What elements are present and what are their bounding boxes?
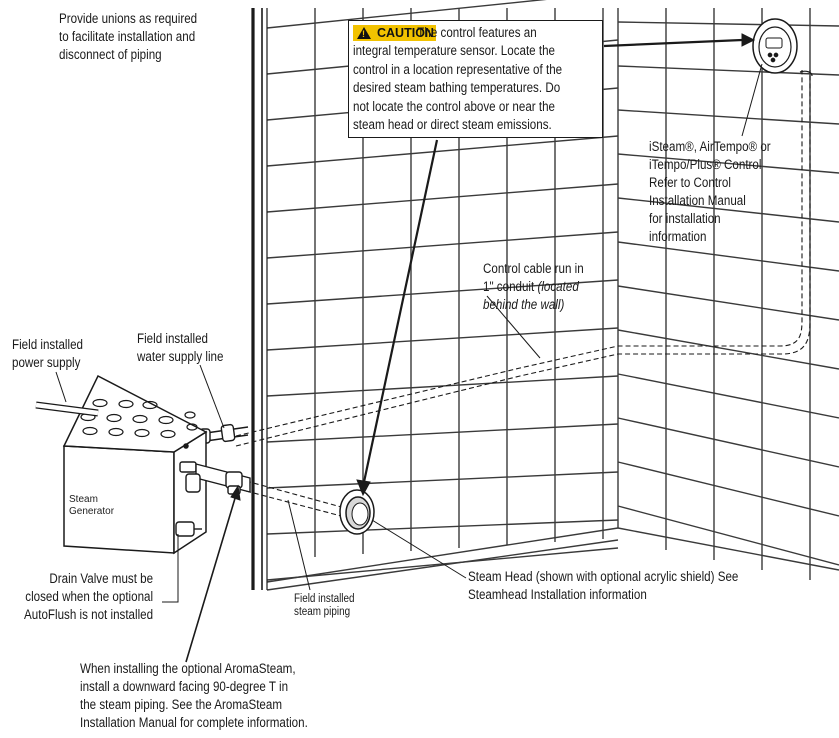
tile-line xyxy=(617,285,839,321)
label-generator: Steam Generator xyxy=(69,494,115,517)
conduit-cable xyxy=(235,70,811,447)
tile-line xyxy=(617,527,839,571)
caution-badge xyxy=(353,25,436,41)
label-water: Field installed water supply line xyxy=(137,331,224,364)
steam-outlet-fittings xyxy=(175,461,251,537)
tile-line xyxy=(266,519,619,535)
caution-word: CAUTION xyxy=(377,26,434,40)
wall-edge xyxy=(251,8,268,590)
tile-line xyxy=(266,471,619,489)
tile-line xyxy=(266,527,619,583)
tile-line xyxy=(266,539,619,591)
tile-line xyxy=(617,109,839,125)
label-power: Field installed power supply xyxy=(12,337,83,370)
warning-exclamation: ! xyxy=(362,29,365,39)
label-cable-italic-b: behind the wall) xyxy=(483,297,565,312)
tile-line xyxy=(266,231,619,259)
arrows xyxy=(185,33,756,663)
label-steam-head: Steam Head (shown with optional acrylic … xyxy=(468,569,739,602)
label-control: iSteam®, AirTempo® or iTempo/Plus® Contr… xyxy=(649,139,771,244)
tile-line xyxy=(266,327,619,351)
tile-line xyxy=(617,373,839,419)
tile-line xyxy=(266,423,619,443)
label-steam-piping: Field installed steam piping xyxy=(294,593,355,618)
warning-triangle-icon xyxy=(357,27,371,39)
tile-line xyxy=(617,417,839,468)
control-panel-icon xyxy=(752,18,813,77)
tile-line xyxy=(617,241,839,272)
tile-line xyxy=(266,279,619,305)
steam-piping xyxy=(245,480,346,518)
tile-line xyxy=(266,183,619,213)
tile-line xyxy=(617,21,839,27)
tile-line xyxy=(266,0,547,29)
leader-lines xyxy=(55,63,763,603)
label-cable: Control cable run in 1" conduit (located… xyxy=(483,260,584,314)
tile-line xyxy=(266,135,619,167)
caution-body: The control features an integral tempera… xyxy=(353,25,563,133)
tile-line xyxy=(617,329,839,370)
label-drain: Drain Valve must be closed when the opti… xyxy=(23,571,153,622)
tile-line xyxy=(617,65,839,76)
steam-head-icon xyxy=(339,489,375,535)
label-unions: Provide unions as required to facilitate… xyxy=(59,11,198,62)
steam-generator-icon xyxy=(35,374,208,555)
label-cable-main: Control cable run in 1" conduit xyxy=(483,261,584,294)
label-cable-italic-a: (located xyxy=(537,279,579,294)
label-aromasteam: When installing the optional AromaSteam,… xyxy=(80,661,308,730)
drain-valve-icon xyxy=(175,521,195,537)
tile-line xyxy=(617,505,839,566)
tile-line xyxy=(617,461,839,517)
